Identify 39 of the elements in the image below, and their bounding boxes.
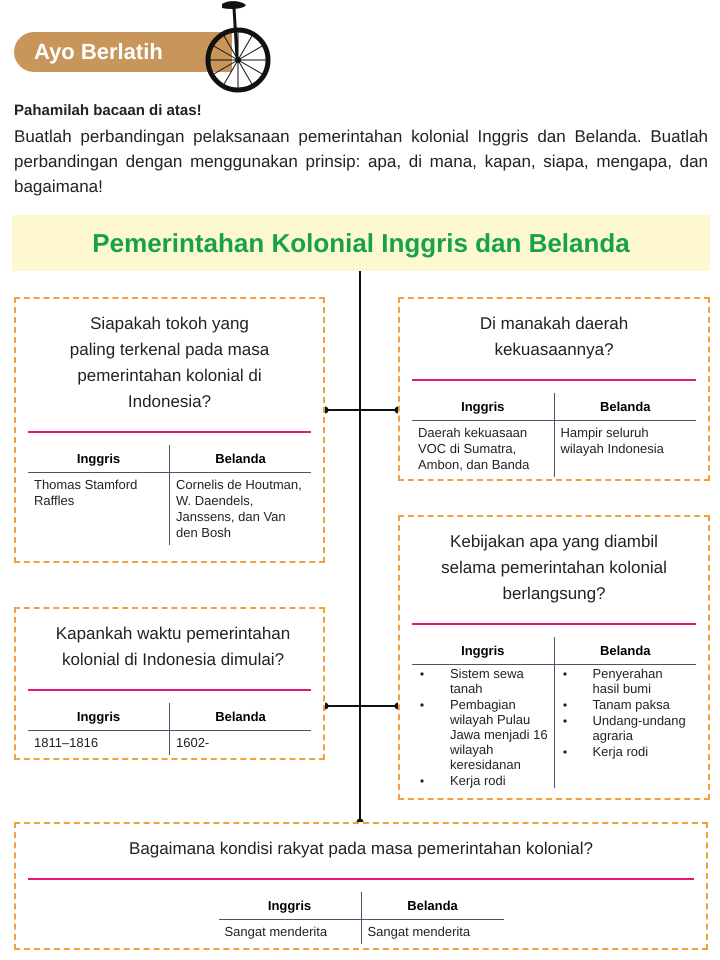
table-cell-text: Sangat menderita — [224, 922, 328, 941]
table-cell-text: Daerah kekuasaan VOC di Sumatra, Ambon, dan Banda — [417, 424, 530, 474]
question-card — [14, 297, 325, 563]
table-cell-text: Cornelis de Houtman, W. Daendels, Janssens, dan Van den Bosh — [175, 476, 303, 542]
table-cell-text: Sangat menderita — [366, 922, 472, 941]
question-text: Kebijakan apa yang diambil selama pemerintahan kolonial berlangsung? — [440, 531, 668, 605]
column-header: Inggris — [412, 393, 554, 420]
question-card — [398, 297, 710, 481]
column-header: Inggris — [28, 703, 170, 730]
list-item: Sistem sewa tanah — [450, 666, 525, 696]
table-cell-text: Hampir seluruh wilayah Indonesia — [560, 424, 665, 458]
instruction-paragraph: Buatlah perbandingan pelaksanaan pemerintahan kolonial Inggris dan Belanda. Buatlah perbandingan dengan menggunakan prinsip: apa, di mana, kapan, siapa, mengapa, dan bagaimana! — [14, 126, 708, 198]
list-item: Pembagian wilayah Pulau Jawa menjadi 16 wilayah keresidanan — [450, 696, 549, 772]
list-item: Undang-undang agraria — [592, 712, 687, 742]
column-header: Inggris — [218, 892, 362, 920]
title-band: Pemerintahan Kolonial Inggris dan Belanda — [12, 215, 710, 271]
column-header: Belanda — [554, 637, 696, 664]
list-item: Kerja rodi — [450, 772, 506, 788]
table-cell-text: Thomas Stamford Raffles — [33, 476, 138, 510]
column-header: Belanda — [170, 445, 311, 472]
question-text: Bagaimana kondisi rakyat pada masa pemerintahan kolonial? — [128, 838, 594, 860]
question-card — [14, 607, 325, 760]
column-header: Inggris — [412, 637, 554, 664]
column-header: Inggris — [28, 445, 170, 472]
list-item: Kerja rodi — [592, 744, 648, 758]
section-tab: Ayo Berlatih — [14, 32, 232, 72]
instruction-heading: Pahamilah bacaan di atas! — [14, 101, 202, 121]
column-header: Belanda — [554, 393, 696, 420]
list-item: Penyerahan hasil bumi — [592, 666, 664, 696]
question-card — [398, 515, 710, 800]
column-header: Belanda — [170, 703, 311, 730]
table-cell-text: 1811–1816 — [33, 734, 100, 752]
question-text: Siapakah tokoh yang paling terkenal pada masa pemerintahan kolonial di Indonesia? — [70, 313, 270, 413]
question-text: Di manakah daerah kekuasaannya? — [478, 313, 630, 361]
question-text: Kapankah waktu pemerintahan kolonial di Indonesia dimulai? — [54, 623, 292, 671]
table-cell-text: 1602- — [175, 734, 210, 752]
column-header: Belanda — [362, 892, 504, 920]
list-item: Tanam paksa — [592, 696, 670, 712]
question-card — [14, 822, 708, 950]
